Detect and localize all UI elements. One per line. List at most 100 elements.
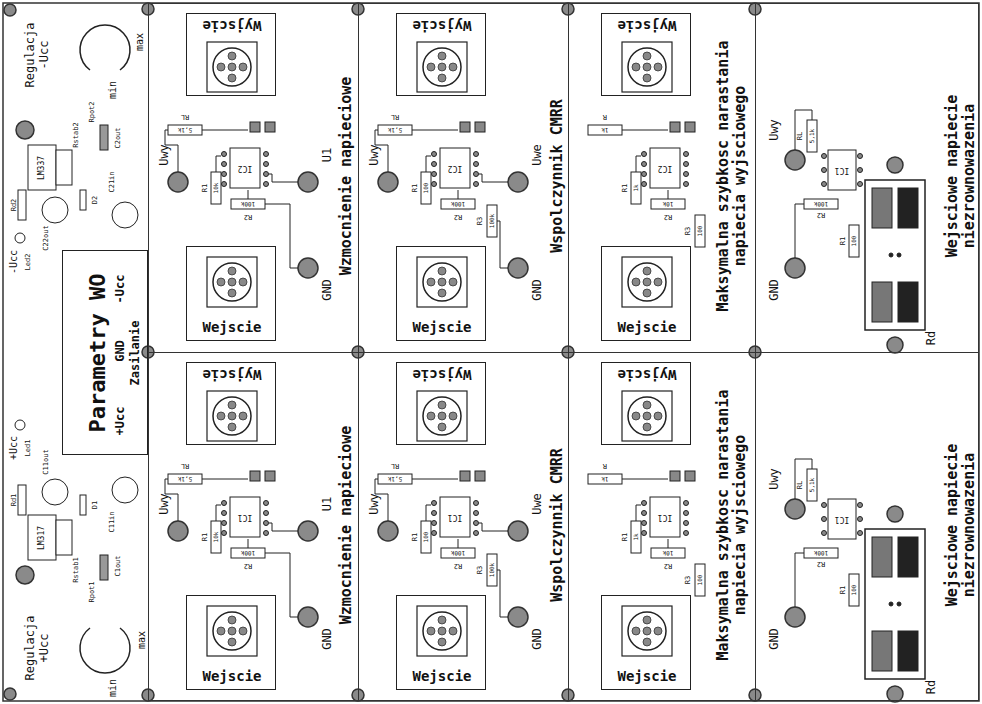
component-label: C2out bbox=[114, 127, 122, 148]
component-label: 5,1k bbox=[388, 476, 402, 483]
component-label: R1 bbox=[411, 184, 419, 192]
component-label: 10k bbox=[663, 550, 674, 557]
terminal-frame bbox=[207, 391, 257, 441]
terminal-label: Wyjscie bbox=[202, 367, 261, 383]
component-label: 100k bbox=[814, 201, 828, 208]
component-label: R1 bbox=[201, 533, 209, 541]
output-terminal-box: Wyjscie bbox=[601, 362, 691, 445]
terminal-pin bbox=[643, 63, 651, 71]
pin-label: Uwy bbox=[368, 144, 382, 166]
component-label: RL bbox=[181, 462, 189, 470]
output-terminal-box: Wyjscie bbox=[186, 13, 276, 96]
terminal-pin bbox=[643, 401, 651, 409]
component-label: Led1 bbox=[24, 440, 32, 457]
test-panel: Wejsciowe napiecie niezrownowazenia bbox=[755, 3, 979, 353]
component-label: R bbox=[603, 462, 607, 470]
output-terminal-box: Wyjscie bbox=[601, 13, 691, 96]
terminal-pin bbox=[643, 412, 651, 420]
terminal-ring bbox=[628, 612, 666, 650]
component-label: D2 bbox=[91, 196, 99, 204]
component-label: 100k bbox=[489, 563, 496, 577]
supply-label: GND bbox=[114, 340, 128, 362]
terminal-label: Wejscie bbox=[202, 668, 261, 684]
panel-title: Wzmocnienie napieciowe bbox=[338, 426, 355, 625]
component-label: RL bbox=[796, 132, 804, 140]
terminal-pin bbox=[228, 278, 236, 286]
terminal-pin bbox=[427, 412, 435, 420]
component-label: 5,1k bbox=[178, 127, 192, 134]
component-label: C11out bbox=[42, 449, 50, 474]
component-label: 1k bbox=[633, 184, 640, 191]
terminal-ring bbox=[213, 48, 251, 86]
terminal-ring bbox=[628, 263, 666, 301]
terminal-pin bbox=[228, 627, 236, 635]
terminal-frame bbox=[622, 257, 672, 307]
terminal-pin bbox=[643, 267, 651, 275]
adjust-note: Regulacja -Ucc bbox=[24, 20, 52, 90]
component-label: R3 bbox=[684, 576, 692, 584]
input-terminal-box: Wejscie bbox=[186, 595, 276, 690]
terminal-ring bbox=[423, 48, 461, 86]
component-label: IC1 bbox=[238, 512, 252, 521]
terminal-pin bbox=[643, 289, 651, 297]
component-label: R1 bbox=[839, 237, 847, 245]
test-panel: Maksymalna szybkosc narastania napiecia … bbox=[568, 352, 756, 701]
component-label: 5,1k bbox=[388, 127, 402, 134]
terminal-pin bbox=[438, 63, 446, 71]
component-label: 100 bbox=[851, 585, 858, 596]
terminal-frame bbox=[417, 606, 467, 656]
pin-label: max bbox=[134, 33, 146, 51]
component-label: R2 bbox=[817, 560, 825, 568]
terminal-pin bbox=[228, 267, 236, 275]
terminal-pin bbox=[427, 63, 435, 71]
terminal-pin bbox=[438, 423, 446, 431]
component-label: Rd1 bbox=[10, 494, 18, 507]
terminal-label: Wyjscie bbox=[202, 18, 261, 34]
component-label: 100k bbox=[451, 550, 465, 557]
terminal-frame bbox=[417, 42, 467, 92]
component-label: R2 bbox=[454, 213, 462, 221]
pin-label: -Ucc bbox=[8, 250, 20, 274]
terminal-pin bbox=[228, 412, 236, 420]
panel-title: Wspolczynnik CMRR bbox=[549, 448, 566, 602]
adjust-note: Regulacja +Ucc bbox=[24, 613, 52, 683]
component-label: IC2 bbox=[448, 163, 462, 172]
component-label: 5,1k bbox=[809, 478, 816, 492]
input-terminal-box: Wejscie bbox=[396, 246, 486, 341]
component-label: Rstab1 bbox=[72, 557, 80, 582]
terminal-pin bbox=[643, 627, 651, 635]
component-label: Led2 bbox=[24, 254, 32, 271]
component-label: RL bbox=[181, 113, 189, 121]
component-label: RL bbox=[391, 113, 399, 121]
terminal-pin bbox=[438, 74, 446, 82]
pin-label: Uwy bbox=[768, 468, 782, 490]
terminal-pin bbox=[438, 627, 446, 635]
input-terminal-box: Wejscie bbox=[186, 246, 276, 341]
component-label: IC1 bbox=[835, 165, 849, 174]
component-label: 10k bbox=[213, 183, 220, 194]
component-label: 100 bbox=[423, 183, 430, 194]
component-label: 10k bbox=[213, 532, 220, 543]
terminal-pin bbox=[654, 412, 662, 420]
component-label: C1out bbox=[114, 555, 122, 576]
terminal-ring bbox=[423, 397, 461, 435]
component-label: R1 bbox=[621, 184, 629, 192]
terminal-pin bbox=[228, 638, 236, 646]
board-title: Parametry WO bbox=[85, 274, 110, 433]
pin-label: min bbox=[107, 81, 119, 99]
component-label: Rstab2 bbox=[72, 122, 80, 147]
component-label: RL bbox=[796, 481, 804, 489]
output-terminal-box: Wyjscie bbox=[186, 362, 276, 445]
terminal-pin bbox=[217, 278, 225, 286]
terminal-pin bbox=[449, 412, 457, 420]
terminal-pin bbox=[643, 278, 651, 286]
pin-label: min bbox=[107, 679, 119, 697]
input-terminal-box: Wejscie bbox=[396, 595, 486, 690]
component-label: RL bbox=[391, 462, 399, 470]
terminal-label: Wejscie bbox=[412, 668, 471, 684]
component-label: C11in bbox=[108, 511, 116, 532]
test-panel: Wejsciowe napiecie niezrownowazenia bbox=[755, 352, 979, 701]
component-label: Rpot2 bbox=[88, 101, 96, 122]
terminal-pin bbox=[239, 278, 247, 286]
